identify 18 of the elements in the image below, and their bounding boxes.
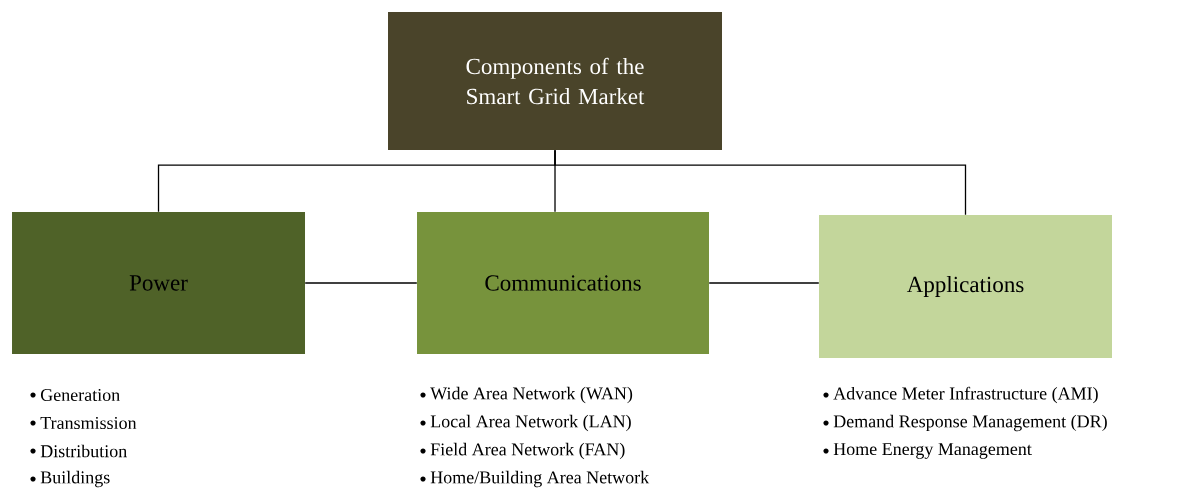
connector-line xyxy=(708,282,820,284)
category-box: Applications xyxy=(819,215,1112,358)
bullet-item: Local Area Network (LAN) xyxy=(420,414,631,432)
bullet-item: Wide Area Network (WAN) xyxy=(420,386,633,404)
bullet-item: Field Area Network (FAN) xyxy=(420,442,625,460)
bullet-item: Distribution xyxy=(30,444,127,458)
bullet-item: Home/Building Area Network xyxy=(420,470,650,488)
category-box: Power xyxy=(12,212,305,354)
category-box: Communications xyxy=(417,212,709,354)
bullet-item: Transmission xyxy=(30,416,137,430)
bullet-item: Demand Response Management (DR) xyxy=(823,414,1107,432)
bullet-item: Buildings xyxy=(30,470,110,488)
title-box: Components of the Smart Grid Market xyxy=(388,12,722,150)
connector-line xyxy=(554,149,967,216)
bullet-item: Home Energy Management xyxy=(823,443,1032,459)
bullet-item: Generation xyxy=(30,388,120,402)
bullet-item: Advance Meter Infrastructure (AMI) xyxy=(823,386,1098,404)
connector-line xyxy=(304,282,418,284)
